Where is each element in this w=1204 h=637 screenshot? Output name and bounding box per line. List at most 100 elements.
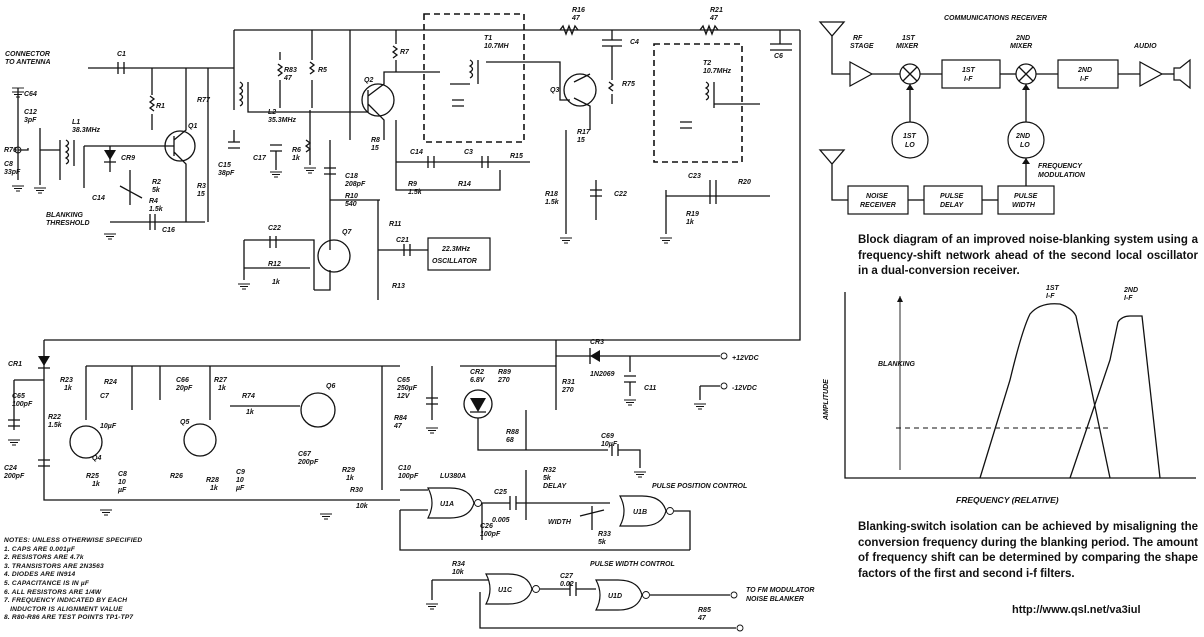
r32-delay: DELAY [543,483,568,490]
c8-label: C8 [4,161,13,168]
c15-label: C15 [218,162,231,169]
c7-label: C7 [100,393,110,400]
c3-label: C3 [464,149,473,156]
r16-label: R16 [572,7,585,14]
q2-symbol [361,83,395,117]
r17-label: R17 [577,129,591,136]
r3-label: R3 [197,183,206,190]
r34-value: 10k [452,569,465,576]
r33-value: 5k [598,539,607,546]
audio-label: AUDIO [1133,43,1157,50]
note-item: 2. RESISTORS ARE 4.7k [4,554,84,562]
r13-label: R13 [392,283,405,290]
c10-value: 100pF [398,473,419,480]
note-item: 1. CAPS ARE 0.001µF [4,545,76,553]
connector-label-2: TO ANTENNA [5,59,51,66]
cr3-value: 1N2069 [590,371,615,378]
r32-value: 5k [543,475,552,482]
note-item: INDUCTOR IS ALIGNMENT VALUE [4,605,123,613]
r14-label: R14 [458,181,471,188]
t2-value: 10.7MHz [703,68,732,75]
width-label: WIDTH [548,519,572,526]
c67-label: C67 [298,451,312,458]
pulse-position-label: PULSE POSITION CONTROL [652,483,747,490]
r31-value: 270 [561,387,574,394]
u1b-label: U1B [633,509,647,516]
r16-value: 47 [571,15,581,22]
pulse-width-block [997,185,1055,215]
if2-curve [1069,315,1161,479]
oscillator-box [427,237,491,271]
c25-label: C25 [494,489,507,496]
cr3-label: CR3 [590,339,604,346]
r18-value: 1.5k [545,199,560,206]
t1-shield [423,13,525,143]
u1c-gate [485,573,533,605]
r31-label: R31 [562,379,575,386]
r29-value: 1k [346,475,355,482]
if2-block [1057,59,1119,89]
notes-panel: NOTES: UNLESS OTHERWISE SPECIFIED 1. CAP… [4,537,204,623]
note-item: 6. ALL RESISTORS ARE 1/4W [4,588,102,596]
q3-symbol [563,73,597,107]
l1-value: 38.3MHz [72,127,101,134]
c16-label: C16 [162,227,175,234]
if1-block [941,59,1001,89]
pulse-delay-block [923,185,983,215]
r15-label: R15 [510,153,523,160]
u1a-label: U1A [440,501,454,508]
r83-label: R83 [284,67,297,74]
pulse-delay-label-1: PULSE [940,193,964,200]
graph-xlabel: FREQUENCY (RELATIVE) [956,495,1059,505]
note-item: 4. DIODES ARE IN914 [4,571,76,579]
r23-label: R23 [60,377,73,384]
r2-label: R2 [152,179,161,186]
r29-label: R29 [342,467,355,474]
u1d-label: U1D [608,593,622,600]
c15-value: 38pF [218,170,235,177]
graph-axes [844,292,1196,479]
block-diagram-title: COMMUNICATIONS RECEIVER [944,15,1047,22]
c12-label: C12 [24,109,37,116]
c64-label: C64 [24,91,37,98]
note-item: 8. R80-R86 ARE TEST POINTS TP1-TP7 [4,614,134,622]
lo2-label-1: 2ND [1015,133,1030,140]
output-label-1: TO FM MODULATOR [746,587,814,594]
freq-mod-label-1: FREQUENCY [1038,163,1083,170]
r33-label: R33 [598,531,611,538]
r9-value: 1.5k [408,189,423,196]
r32-label: R32 [543,467,556,474]
lo2-circle [1007,121,1045,159]
if2-curve-label-1: 2ND [1123,287,1138,294]
r25-value: 1k [92,481,101,488]
r11-label: R11 [389,221,401,228]
r10-label: R10 [345,193,358,200]
c22b-label: C22 [268,225,281,232]
note-item: 3. TRANSISTORS ARE 2N3563 [4,562,104,570]
if1-curve [979,303,1111,479]
c8-value: 33pF [4,169,21,176]
r21-label: R21 [710,7,723,14]
r18-label: R18 [545,191,558,198]
r4-value: 1.5k [149,206,164,213]
blanking-label-1: BLANKING [46,212,83,219]
noise-rx-label-2: RECEIVER [860,202,896,209]
response-graph: BLANKING 1ST I-F 2ND I-F AMPLITUDE FREQU… [823,285,1196,505]
r19-label: R19 [686,211,699,218]
q5-label: Q5 [180,419,189,426]
response-graph-caption: Blanking-switch isolation can be achieve… [858,521,1198,580]
t1-label: T1 [484,35,492,42]
u1a-gate [427,487,475,519]
r34-label: R34 [452,561,465,568]
c24-value: 200pF [3,473,25,480]
c8b-label: C8 [118,471,127,478]
c24-label: C24 [4,465,17,472]
c9-value: 10 [236,477,244,484]
r3-value: 15 [197,191,205,198]
r24-label: R24 [104,379,117,386]
r77-label: R77 [197,97,211,104]
if1-label-2: I-F [964,76,973,83]
t1-value: 10.7MH [484,43,509,50]
q3-label: Q3 [550,87,559,94]
